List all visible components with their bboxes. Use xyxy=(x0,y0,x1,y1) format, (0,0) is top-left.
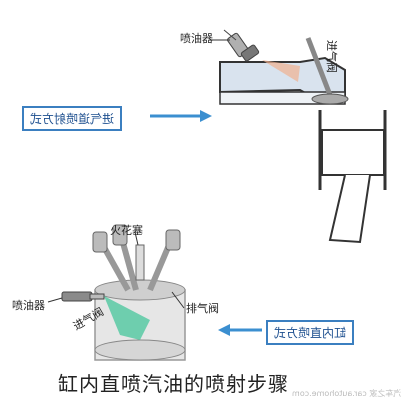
bottom-injector-label: 喷油器 xyxy=(12,299,45,312)
top-arrow-head xyxy=(200,110,212,122)
port-injector xyxy=(223,29,260,62)
port-injection-text: 进气道喷射方式 xyxy=(30,112,115,126)
spark-plug-label: 火花塞 xyxy=(110,224,143,237)
watermark: 汽车之家 car.autohome.com xyxy=(292,388,401,399)
bottom-arrow-head xyxy=(218,324,230,336)
injector-leader-2 xyxy=(47,297,63,303)
port-injection-diagram xyxy=(150,29,387,244)
valve-spring-1 xyxy=(92,231,108,253)
spark-leader xyxy=(134,231,139,246)
port-fuel-spray xyxy=(262,60,300,82)
watermark-text: 汽车之家 car.autohome.com xyxy=(292,389,402,398)
intake-valve-head xyxy=(311,93,349,105)
cylinder-top xyxy=(94,279,186,301)
direct-injection-text: 缸内直喷方式 xyxy=(274,326,347,340)
direct-injector xyxy=(61,291,105,302)
caption: 缸内直喷汽油的喷射步骤 xyxy=(58,372,289,396)
piston xyxy=(321,129,385,176)
direct-fuel-spray xyxy=(104,296,150,340)
piston-crown xyxy=(94,339,186,361)
port-injection-box: 进气道喷射方式 xyxy=(22,106,123,131)
spark-plug xyxy=(135,244,145,281)
valve-spring-2 xyxy=(112,224,128,246)
top-injector-label: 喷油器 xyxy=(180,32,213,45)
direct-injection-box: 缸内直喷方式 xyxy=(266,320,355,345)
top-intake-label: 进气阀 xyxy=(325,40,338,73)
direct-injection-diagram xyxy=(61,224,262,361)
valve-spring-3 xyxy=(165,229,181,251)
intake-valve-stem xyxy=(305,37,333,96)
connecting-rod xyxy=(328,174,371,244)
bottom-exhaust-label: 排气阀 xyxy=(186,302,219,315)
exhaust-leader xyxy=(171,291,185,309)
